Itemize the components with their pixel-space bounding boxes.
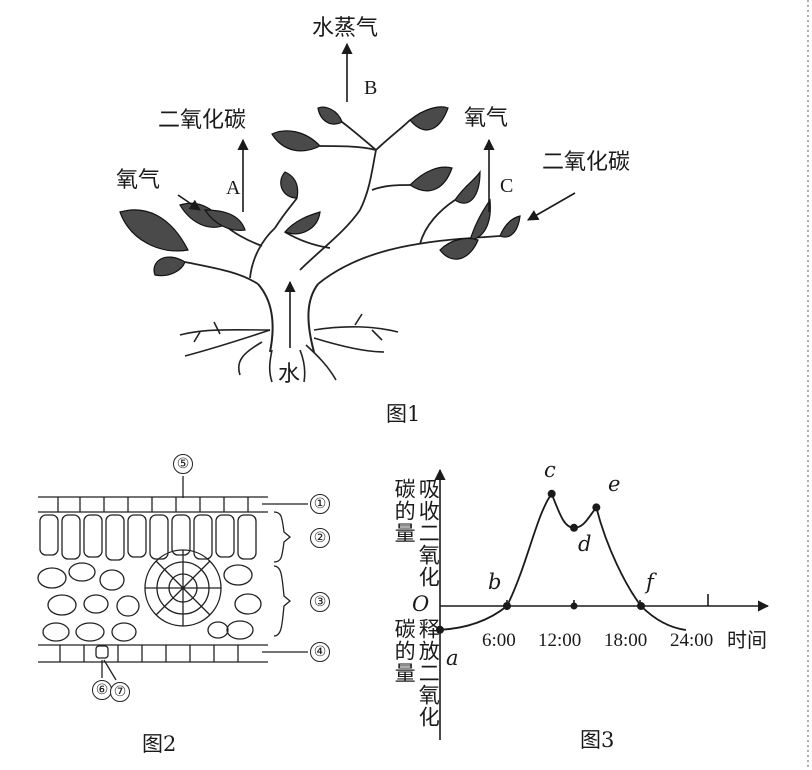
point-c [547,489,556,498]
palisade-cells [39,514,257,561]
marker-7: ⑦ [110,682,130,702]
marker-3: ③ [310,592,330,612]
point-label-a: a [446,646,459,670]
marker-6: ⑥ [92,680,112,700]
leaf-section [37,476,308,681]
vein [144,549,222,627]
tick-label-6: 6:00 [482,630,516,651]
point-b [503,602,511,610]
spongy-cells [37,562,262,642]
arrow-o2-in-left [177,194,201,211]
guard-cell [95,645,109,659]
tick-label-12: 12:00 [538,630,582,651]
point-f [637,602,645,610]
caption-fig3: 图3 [580,728,615,752]
origin-label: O [412,592,430,616]
label-water: 水 [278,362,301,387]
label-B: B [364,77,378,99]
label-o2-right: 氧气 [464,106,509,131]
axis-dot-12 [570,602,578,610]
upper-epidermis-cells [57,497,249,512]
point-e [592,503,601,512]
tick-label-24: 24:00 [670,630,714,651]
chart-axes [434,468,770,740]
flow-arrows [177,42,576,348]
caption-fig2: 图2 [142,732,177,756]
leaves [119,106,521,277]
label-water-vapor: 水蒸气 [312,16,379,41]
point-label-d: d [578,532,592,556]
roots [179,313,399,383]
arrow-co2-in-right [527,192,576,221]
tick-label-18: 18:00 [604,630,648,651]
point-label-e: e [608,472,621,496]
point-label-c: c [544,458,556,482]
label-co2-left: 二氧化碳 [158,108,247,133]
point-a [436,625,444,634]
point-d [570,523,578,532]
label-o2-left: 氧气 [116,168,161,193]
marker-1: ① [310,494,330,514]
marker-5: ⑤ [173,454,193,474]
trunk [257,283,319,353]
marker-4: ④ [310,642,330,662]
label-C: C [500,175,514,197]
caption-fig1: 图1 [386,402,421,426]
co2-curve [436,489,687,634]
label-co2-right: 二氧化碳 [542,150,631,175]
ylabel-release: 释放二氧化碳的量 [392,618,441,728]
co2-line [439,491,687,631]
label-A: A [226,177,241,199]
point-label-b: b [488,570,502,594]
point-label-f: f [646,570,654,594]
marker-2: ② [310,528,330,548]
xlabel-time: 时间 [727,628,767,652]
ylabel-absorb: 吸收二氧化碳的量 [392,478,441,588]
